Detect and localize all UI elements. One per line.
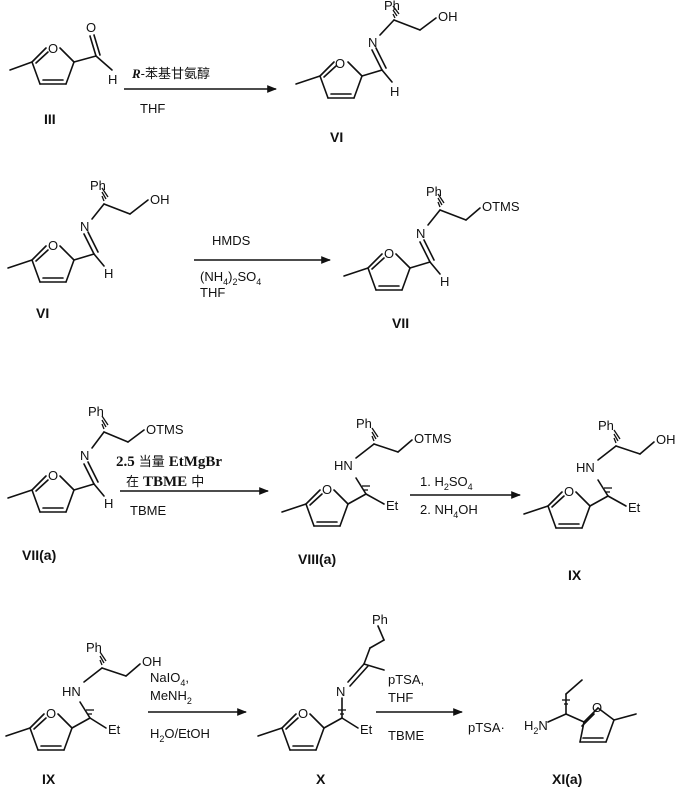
r3-solvent: TBME [130, 503, 166, 518]
compound-XIa: pTSA· H2N O XI(a) [468, 679, 637, 787]
r6-solvent: TBME [388, 728, 424, 743]
amine-hn-label: HN [576, 460, 595, 475]
r2-solvent: THF [200, 285, 225, 300]
compound-VIIIa: O HN Et Ph OTMS VIII(a) [281, 416, 452, 567]
reaction-arrow-6: pTSA, THF TBME [376, 672, 463, 743]
reaction-arrow-1: R-苯基甘氨醇 THF [124, 66, 277, 116]
imine-n-label: N [416, 226, 425, 241]
compound-VI-top: O N H Ph OH VI [295, 0, 458, 145]
ring-oxygen-label: O [298, 706, 308, 721]
amine-h2n-label: H2N [524, 718, 548, 736]
imine-n-label: N [80, 219, 89, 234]
ethyl-label: Et [628, 500, 641, 515]
compound-label-VI: VI [330, 129, 343, 145]
compound-label-VI: VI [36, 305, 49, 321]
ring-oxygen-label: O [48, 41, 58, 56]
reaction-arrow-4: 1. H2SO4 2. NH4OH [410, 474, 521, 520]
phenyl-label: Ph [356, 416, 372, 431]
compound-VIIa: O N H Ph OTMS VII(a) [7, 404, 184, 563]
ring-oxygen-label: O [48, 238, 58, 253]
imine-n-label: N [336, 684, 345, 699]
compound-IX-left: O HN Et Ph OH IX [5, 640, 162, 787]
phenyl-label: Ph [86, 640, 102, 655]
hydroxyl-label: OH [142, 654, 162, 669]
ethyl-label: Et [108, 722, 121, 737]
amine-hn-label: HN [334, 458, 353, 473]
reaction-arrow-5: NaIO4, MeNH2 H2O/EtOH [148, 670, 247, 744]
ring-oxygen-label: O [322, 482, 332, 497]
imine-n-label: N [368, 35, 377, 50]
r5-solvent: H2O/EtOH [150, 726, 210, 744]
imine-h-label: H [104, 266, 113, 281]
phenyl-label: Ph [598, 418, 614, 433]
r1-reagent: R-苯基甘氨醇 [131, 66, 210, 81]
ring-oxygen-label: O [335, 56, 345, 71]
compound-VII: O N H Ph OTMS VII [343, 184, 520, 331]
phenyl-label: Ph [372, 612, 388, 627]
hydroxyl-label: OH [656, 432, 676, 447]
r6-reagent-2: THF [388, 690, 413, 705]
r5-reagent-2: MeNH2 [150, 688, 192, 706]
r5-reagent: NaIO4, [150, 670, 189, 688]
ethyl-label: Et [386, 498, 399, 513]
imine-n-label: N [80, 448, 89, 463]
ethyl-label: Et [360, 722, 373, 737]
r2-reagent: HMDS [212, 233, 251, 248]
compound-label-VIIIa: VIII(a) [298, 551, 336, 567]
compound-IX-mid: O HN Et Ph OH IX [523, 418, 676, 583]
carbonyl-oxygen-label: O [86, 20, 96, 35]
compound-label-III: III [44, 111, 56, 127]
compound-label-X: X [316, 771, 326, 787]
phenyl-label: Ph [384, 0, 400, 13]
ring-oxygen-label: O [564, 484, 574, 499]
hydroxyl-label: OH [150, 192, 170, 207]
ring-oxygen-label: O [384, 246, 394, 261]
compound-label-IX: IX [42, 771, 56, 787]
otms-label: OTMS [146, 422, 184, 437]
r4-step2: 2. NH4OH [420, 502, 478, 520]
reaction-arrow-2: HMDS (NH4)2SO4 THF [194, 233, 331, 300]
ring-oxygen-label: O [592, 700, 602, 715]
compound-label-XIa: XI(a) [552, 771, 582, 787]
r6-reagent: pTSA, [388, 672, 424, 687]
r2-salt: (NH4)2SO4 [200, 269, 261, 287]
amine-hn-label: HN [62, 684, 81, 699]
compound-label-VII: VII [392, 315, 409, 331]
r1-solvent: THF [140, 101, 165, 116]
compound-label-VIIa: VII(a) [22, 547, 56, 563]
compound-label-IX: IX [568, 567, 582, 583]
ptsa-salt-label: pTSA· [468, 720, 505, 735]
ring-oxygen-label: O [46, 706, 56, 721]
compound-VI-left: O N H Ph OH VI [7, 178, 170, 321]
ring-oxygen-label: O [48, 468, 58, 483]
phenyl-label: Ph [90, 178, 106, 193]
hydroxyl-label: OH [438, 9, 458, 24]
r4-step1: 1. H2SO4 [420, 474, 473, 492]
imine-h-label: H [104, 496, 113, 511]
phenyl-label: Ph [88, 404, 104, 419]
phenyl-label: Ph [426, 184, 442, 199]
imine-h-label: H [440, 274, 449, 289]
compound-X: O N Et Ph X [257, 612, 388, 787]
imine-h-label: H [390, 84, 399, 99]
otms-label: OTMS [414, 431, 452, 446]
otms-label: OTMS [482, 199, 520, 214]
compound-III: O O H III [9, 20, 117, 127]
aldehyde-h-label: H [108, 72, 117, 87]
